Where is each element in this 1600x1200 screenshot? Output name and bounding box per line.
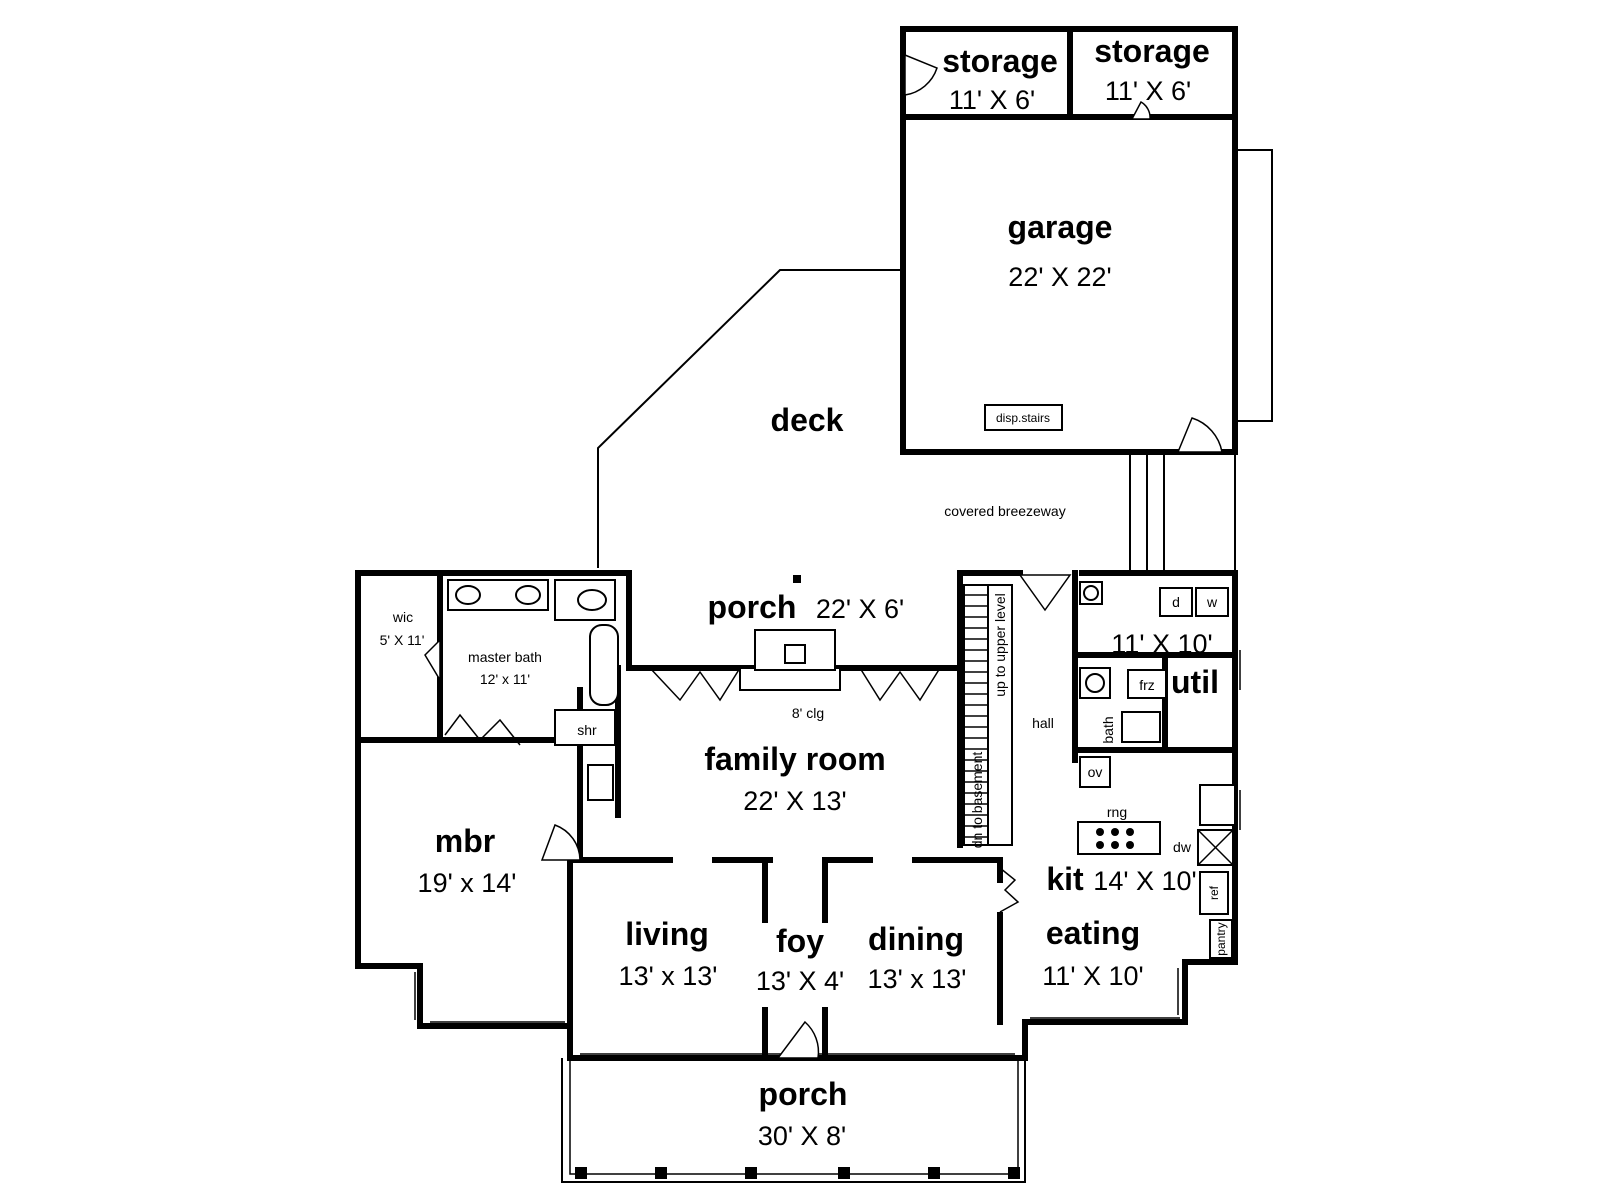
garage-entry-door [1176, 417, 1223, 453]
master-bath-dims: 12' x 11' [480, 671, 530, 687]
dryer-label: d [1172, 594, 1180, 610]
dining-dims: 13' x 13' [868, 964, 967, 994]
wic-dims: 5' X 11' [380, 632, 425, 648]
deck-outline [597, 269, 902, 568]
disp-stairs-label: disp.stairs [996, 411, 1050, 425]
garage-door [1234, 149, 1273, 422]
back-porch-dims: 22' X 6' [816, 594, 904, 624]
front-door [776, 1020, 820, 1059]
shower-label: shr [577, 722, 597, 738]
washer [1195, 587, 1229, 617]
refrigerator-label: ref [1207, 885, 1221, 900]
storage-b-label: storage [1094, 33, 1210, 69]
breezeway-lines [1129, 452, 1236, 573]
front-porch-dims: 30' X 8' [758, 1121, 846, 1151]
dryer [1159, 587, 1193, 617]
washer-label: w [1206, 594, 1218, 610]
master-bath-fixtures [424, 579, 619, 861]
oven [1079, 756, 1111, 788]
mbr-door [540, 824, 581, 861]
front-porch-label: porch [759, 1076, 848, 1112]
pantry [1209, 919, 1233, 959]
garage-block [900, 26, 1273, 455]
eating-dims: 11' X 10' [1042, 961, 1143, 991]
eating-label: eating [1046, 915, 1140, 951]
foyer-label: foy [776, 923, 824, 959]
dining-label: dining [868, 921, 964, 957]
living-label: living [625, 916, 709, 952]
range [1077, 821, 1161, 855]
hall-label: hall [1032, 715, 1054, 731]
freezer-label: frz [1139, 677, 1155, 693]
back-porch-doors [649, 667, 941, 702]
disp-stairs-box [984, 404, 1063, 431]
kitchen-label: kit [1046, 861, 1084, 897]
stairs-down-label: dn to basement [969, 752, 985, 849]
light-fixture [793, 575, 801, 583]
interior-walls [355, 570, 1238, 1061]
garage-label: garage [1008, 209, 1113, 245]
mbr-dims: 19' x 14' [418, 868, 517, 898]
master-bath-label: master bath [468, 649, 542, 665]
fireplace [739, 575, 841, 691]
storage-b-dims: 11' X 6' [1105, 76, 1191, 106]
refrigerator [1199, 871, 1229, 915]
kitchen-fixtures [999, 581, 1236, 959]
utility-dims: 11' X 10' [1111, 629, 1212, 659]
utility-label: util [1171, 664, 1219, 700]
storage-door-right [1130, 100, 1151, 120]
wic-label: wic [392, 609, 413, 625]
stairs-up-label: up to upper level [992, 593, 1008, 697]
storage-a-label: storage [942, 43, 1058, 79]
freezer [1127, 669, 1167, 699]
dishwasher-label: dw [1173, 839, 1192, 855]
hall-door [1018, 574, 1072, 612]
bath-label: bath [1100, 716, 1116, 743]
pantry-label: pantry [1214, 922, 1228, 955]
back-porch-label: porch [708, 589, 797, 625]
room-labels: storage 11' X 6' storage 11' X 6' garage… [380, 33, 1228, 1151]
stairs [963, 574, 1072, 846]
front-porch [561, 1058, 1026, 1183]
storage-door-left [904, 53, 938, 96]
deck-label: deck [771, 402, 844, 438]
living-dims: 13' x 13' [619, 961, 718, 991]
range-label: rng [1107, 804, 1127, 820]
breezeway-label: covered breezeway [944, 503, 1065, 519]
storage-a-dims: 11' X 6' [949, 85, 1035, 115]
family-room-label: family room [704, 741, 885, 777]
ceiling-label: 8' clg [792, 705, 824, 721]
garage-dims: 22' X 22' [1008, 262, 1111, 292]
foyer-dims: 13' X 4' [756, 966, 844, 996]
family-room-dims: 22' X 13' [743, 786, 846, 816]
oven-label: ov [1088, 764, 1103, 780]
mbr-label: mbr [435, 823, 495, 859]
kitchen-dims: 14' X 10' [1093, 866, 1196, 896]
